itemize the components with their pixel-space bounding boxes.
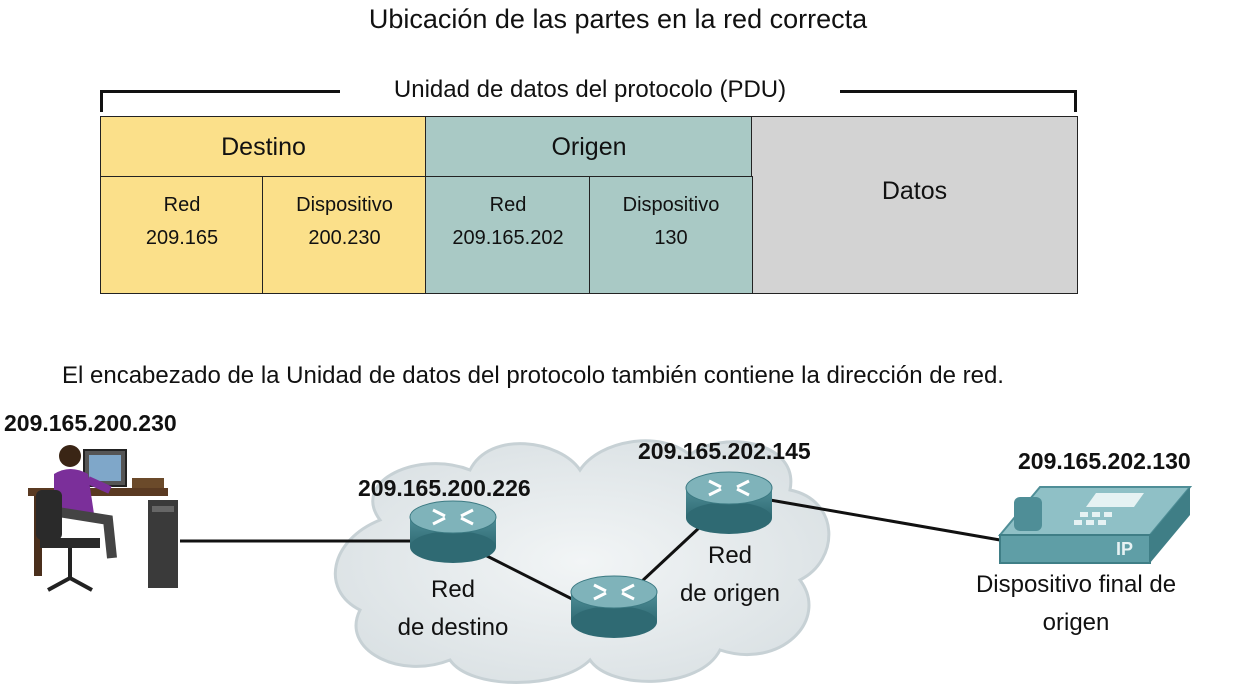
red-origen-line1: Red	[707, 542, 753, 569]
origen-dispositivo-value: 130	[654, 227, 688, 249]
ip-phone-icon	[997, 486, 1193, 564]
destino-dispositivo-label: Dispositivo	[296, 194, 393, 216]
red-destino-line2: de destino	[397, 614, 509, 641]
phone-label-line1: Dispositivo final de	[975, 571, 1177, 598]
origen-red-value: 209.165.202	[452, 227, 564, 249]
red-origen-line2: de origen	[679, 580, 781, 607]
router-destino-icon	[409, 500, 497, 563]
link-router-router	[484, 553, 579, 604]
destino-dispositivo-value: 200.230	[308, 227, 381, 249]
caption: El encabezado de la Unidad de datos del …	[62, 362, 1004, 389]
link-router-phone	[769, 498, 1001, 542]
red-destino-line1: Red	[430, 576, 476, 603]
red-origen-label: Red de origen	[660, 537, 800, 613]
datos-cell: Datos	[751, 116, 1078, 294]
origen-red-cell: Red 209.165.202	[425, 176, 591, 294]
router-origen-ip-label: 209.165.202.145	[638, 438, 811, 464]
phone-ip-label: 209.165.202.130	[1018, 448, 1191, 474]
origen-header: Origen	[425, 116, 753, 178]
link-router-router2	[638, 525, 702, 585]
phone-label: Dispositivo final de origen	[960, 566, 1192, 642]
phone-label-line2: origen	[1042, 609, 1110, 636]
destino-red-cell: Red 209.165	[100, 176, 264, 294]
red-destino-label: Red de destino	[383, 571, 523, 647]
destino-dispositivo-cell: Dispositivo 200.230	[262, 176, 427, 294]
origen-dispositivo-cell: Dispositivo 130	[589, 176, 753, 294]
origen-dispositivo-label: Dispositivo	[622, 194, 720, 216]
origen-red-label: Red	[489, 194, 527, 216]
page-title: Ubicación de las partes en la red correc…	[368, 4, 868, 34]
destino-red-value: 209.165	[145, 227, 219, 249]
phone-ip-badge: IP	[1116, 539, 1134, 559]
router-middle-icon	[570, 575, 658, 638]
router-destino-ip-label: 209.165.200.226	[358, 475, 531, 501]
pc-ip-label: 209.165.200.230	[4, 410, 177, 436]
pdu-label: Unidad de datos del protocolo (PDU)	[340, 76, 840, 104]
destino-red-label: Red	[163, 194, 201, 216]
pc-user-icon	[28, 445, 178, 592]
router-origen-icon	[685, 471, 773, 534]
